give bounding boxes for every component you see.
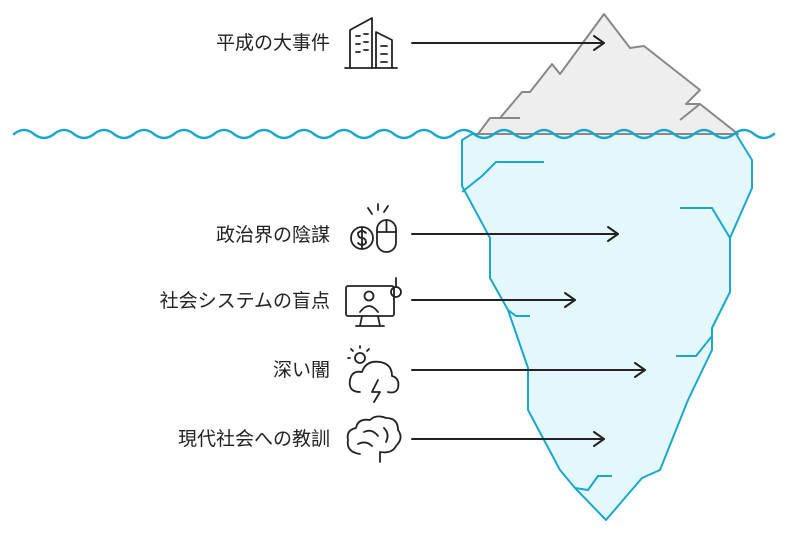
label-heisei-incidents: 平成の大事件 xyxy=(215,32,330,54)
iceberg-underwater xyxy=(461,133,753,521)
label-political-conspiracy: 政治界の陰謀 xyxy=(215,224,330,246)
arrow-darkness xyxy=(411,362,646,378)
crack-line xyxy=(461,161,544,193)
buildings-icon xyxy=(344,17,398,69)
peak-crack-line xyxy=(679,103,701,121)
label-lessons-modern-society: 現代社会への教訓 xyxy=(177,428,330,450)
storm-cloud-icon xyxy=(347,345,400,403)
crack-line xyxy=(574,475,612,492)
arrow-politics xyxy=(411,226,619,242)
crack-line xyxy=(507,309,530,317)
arrow-system xyxy=(411,292,576,308)
iceberg-peak xyxy=(477,13,739,135)
brain-icon xyxy=(346,415,402,463)
label-social-system-blindspot: 社会システムの盲点 xyxy=(159,290,330,312)
waterline-waves xyxy=(12,128,776,140)
arrow-heisei xyxy=(411,35,605,51)
crack-line xyxy=(680,207,731,239)
crack-line xyxy=(676,335,713,357)
label-deep-darkness: 深い闇 xyxy=(272,359,330,381)
arrow-lessons xyxy=(411,431,605,447)
monitor-user-icon xyxy=(345,277,402,327)
money-mouse-icon xyxy=(350,203,397,253)
